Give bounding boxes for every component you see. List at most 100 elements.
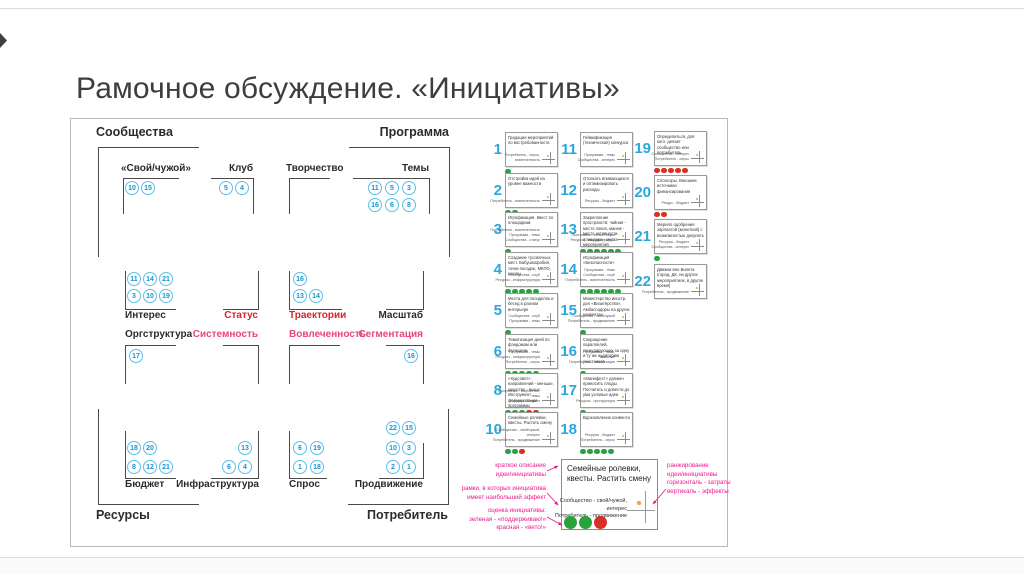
- cross-horizontal: [542, 400, 555, 401]
- card-frame-ref-line: Ресурсы - инфраструктура: [570, 238, 615, 243]
- legend-vote-dot-green: [579, 516, 592, 529]
- legend-vote-dot-red: [594, 516, 607, 529]
- cross-vertical: [625, 432, 626, 444]
- cross-vertical: [550, 313, 551, 325]
- note-line: краткое описание: [495, 462, 546, 469]
- cross-horizontal: [617, 400, 630, 401]
- card-frame-ref-line: Ресурсы - бюджет: [509, 399, 540, 404]
- card-title: Вдохновление конвента: [583, 415, 630, 420]
- initiative-ref-circle: 10: [386, 441, 400, 455]
- note-line: зеленая - «поддерживаю!»: [468, 515, 546, 523]
- card-frame-ref-line: Потребитель - вовлеченность: [565, 278, 615, 283]
- card-frame-ref-line: Сообщества - клуб: [508, 273, 540, 278]
- card-title: «Худсовет»: направлений - меньше, качест…: [508, 376, 554, 409]
- card-frame-refs: Потребитель - вовлеченность: [490, 199, 540, 204]
- ranking-dot-icon: [696, 242, 699, 245]
- initiative-card-19: Определиться, для кого: делает сообществ…: [652, 131, 707, 166]
- card-number-13: 13: [560, 221, 577, 238]
- ranking-cross-icon: [617, 313, 630, 325]
- cross-vertical: [625, 393, 626, 405]
- cross-horizontal: [617, 279, 630, 280]
- cross-vertical: [625, 313, 626, 325]
- vote-dot-red: [661, 211, 667, 218]
- ranking-dot-icon: [637, 501, 641, 505]
- card-frame-ref-line: Потребитель - спрос: [580, 438, 615, 443]
- cross-vertical: [625, 193, 626, 205]
- vote-dot-green: [505, 329, 511, 336]
- vote-dot-green: [601, 248, 607, 255]
- card-frame-ref-line: Сообщества - свой/чужой: [572, 314, 615, 319]
- card-frame-ref-line: масштаб: [600, 355, 615, 360]
- initiative-ref-circle: 4: [235, 181, 249, 195]
- note-line: идеи/инициативы: [667, 470, 718, 478]
- cross-horizontal: [617, 439, 630, 440]
- card-title: Места для посиделок и бесед в разном инт…: [508, 296, 554, 312]
- card-frame-ref-line: Сообщества - клуб: [508, 314, 540, 319]
- card-frame-ref-line: Потребитель - сегментация: [569, 360, 615, 365]
- note-line: имеет наибольший эффект: [467, 493, 546, 501]
- ranking-cross-icon: [542, 313, 555, 325]
- card-frame-ref-line: Ресурс - бюджет: [661, 201, 689, 206]
- ranking-cross-icon: [691, 239, 704, 251]
- vote-dot-green: [615, 288, 621, 295]
- vote-dot-green: [512, 288, 518, 295]
- ranking-cross-icon: [542, 272, 555, 284]
- vote-dot-green: [594, 288, 600, 295]
- ranking-dot-icon: [547, 235, 550, 238]
- vote-dot-green: [615, 248, 621, 255]
- card-title: Отстройка идей на уровне важности: [508, 176, 545, 187]
- frame-segmentatsiya-bracket: [386, 345, 424, 384]
- vote-dot-green: [580, 448, 586, 455]
- card-frame-ref-line: Программа - темы: [584, 153, 615, 158]
- initiative-ref-circle: 19: [159, 289, 173, 303]
- ranking-cross-icon: [691, 195, 704, 207]
- initiative-ref-circle: 3: [127, 289, 141, 303]
- card-frame-ref-line: Сообщества - интерес: [577, 158, 615, 163]
- ranking-cross-icon: [542, 354, 555, 366]
- initiative-ref-circle: 22: [386, 421, 400, 435]
- vote-dot-green: [587, 248, 593, 255]
- initiative-ref-circle: 19: [310, 441, 324, 455]
- ranking-dot-icon: [696, 287, 699, 290]
- vote-dot-green: [608, 288, 614, 295]
- frame-label-masshtab: Масштаб: [378, 310, 423, 321]
- top-divider: [0, 8, 1024, 9]
- initiative-ref-circle: 15: [402, 421, 416, 435]
- card-title: Градация мероприятий по востребованности: [508, 135, 554, 146]
- legend-card-title: Семейные ролевки, квесты. Растить смену: [567, 464, 652, 483]
- initiative-ref-circle: 11: [368, 181, 382, 195]
- card-frame-ref-line: Потребитель - спрос,: [504, 153, 540, 158]
- frame-interes-bracket: [125, 271, 176, 310]
- note-line: оценка инициативы:: [487, 507, 546, 514]
- initiative-card-21: Мерило одобрения зарплатой (монеткой) с …: [652, 219, 707, 254]
- cross-horizontal: [542, 239, 555, 240]
- card-frame-refs: Ресурсы - бюджет: [585, 199, 615, 204]
- cross-horizontal: [691, 202, 704, 203]
- vote-dot-green: [505, 248, 511, 255]
- card-number-2: 2: [493, 182, 502, 199]
- initiative-card-15: Министерство иностр. дел «Визитёрство». …: [568, 293, 633, 328]
- initiative-card-8: «Худсовет»: направлений - меньше, качест…: [498, 373, 558, 409]
- cross-horizontal: [542, 159, 555, 160]
- initiative-ref-circle: 6: [222, 460, 236, 474]
- card-title: Закрепление пространств: чайная - место …: [583, 215, 626, 248]
- card-number-21: 21: [634, 228, 651, 245]
- ranking-dot-icon: [622, 235, 625, 238]
- card-frame-ref-line: темы: [531, 394, 540, 399]
- note-line: идеи/инициативы: [495, 470, 546, 478]
- ranking-dot-icon: [622, 396, 625, 399]
- initiative-ref-circle: 8: [127, 460, 141, 474]
- frame-prodvizhenie-bracket: [379, 443, 424, 479]
- cross-horizontal: [691, 291, 704, 292]
- ranking-dot-icon: [622, 196, 625, 199]
- initiative-card-6: Тематизация дней по фэндомам или функция…: [495, 334, 558, 369]
- initiative-card-13: Закрепление пространств: чайная - место …: [570, 212, 633, 248]
- card-title: Отсекать вливающихся и оптимизировать ра…: [583, 176, 629, 192]
- ranking-cross-icon: [691, 284, 704, 296]
